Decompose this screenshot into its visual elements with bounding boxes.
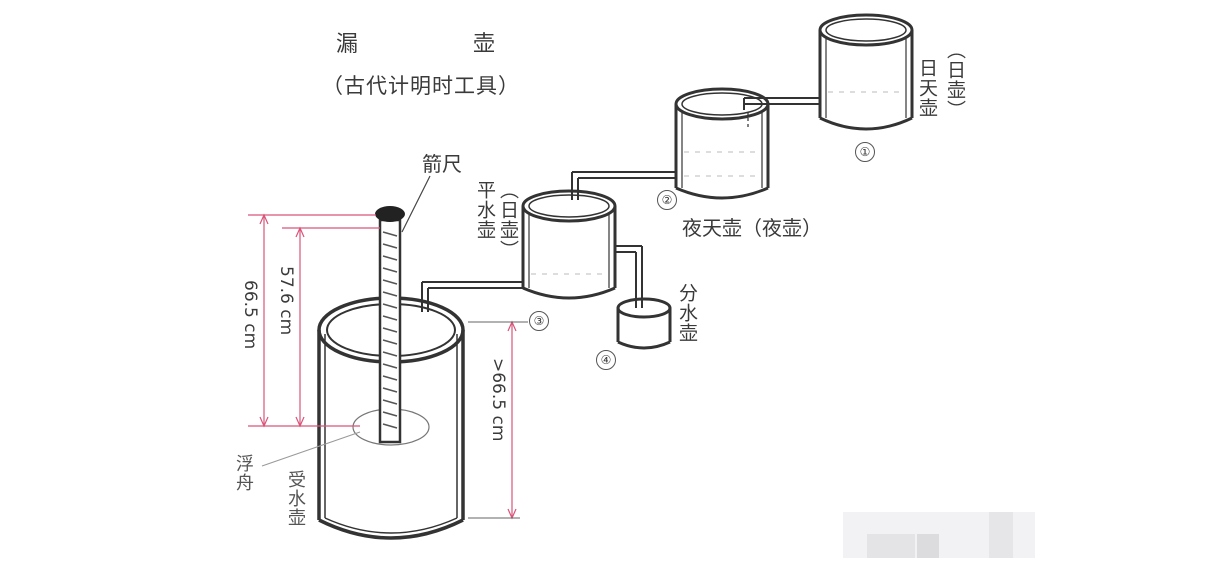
diagram-title: 漏 壶 <box>336 26 497 58</box>
title-char-1: 漏 <box>336 32 361 57</box>
rod-leader-line <box>401 175 431 233</box>
receiver-label: 受水壶 <box>285 470 306 527</box>
rod-shape <box>375 206 405 444</box>
vessel-1-alt-label: （日壶） <box>944 40 966 120</box>
float-leader-line <box>261 431 361 467</box>
total-height-dimension: 66.5 cm <box>240 280 260 350</box>
pixelated-watermark <box>843 512 1035 558</box>
vessel-1-shape <box>818 13 914 131</box>
float-label: 浮舟 <box>233 454 254 492</box>
vessel-3-shape <box>521 189 617 300</box>
vessel-3-label: 平水壶 <box>474 180 496 240</box>
vessel-4-marker: ④ <box>596 350 616 370</box>
vessel-1-label: 日天壶 <box>916 58 938 118</box>
vessel-2-shape <box>674 87 770 200</box>
dimension-lines <box>248 213 517 520</box>
pipe-2-3 <box>571 171 676 200</box>
vessel-3-marker: ③ <box>529 311 549 331</box>
pipe-3-receiver <box>421 281 523 312</box>
vessel-1-marker: ① <box>855 142 875 162</box>
rod-height-dimension: 57.6 cm <box>276 266 296 336</box>
vessel-4-shape <box>616 297 672 350</box>
rod-label: 箭尺 <box>422 152 462 176</box>
vessel-4-label: 分水壶 <box>676 283 698 343</box>
diagram-subtitle: （古代计明时工具） <box>322 74 520 98</box>
vessel-2-marker: ② <box>657 190 677 210</box>
receiver-dimension-extensions <box>468 321 528 519</box>
title-char-2: 壶 <box>473 32 498 57</box>
receiver-height-dimension: >66.5 cm <box>488 358 508 442</box>
vessel-2-label: 夜天壶（夜壶） <box>682 216 822 240</box>
vessel-3-alt-label: （日壶） <box>497 180 519 260</box>
